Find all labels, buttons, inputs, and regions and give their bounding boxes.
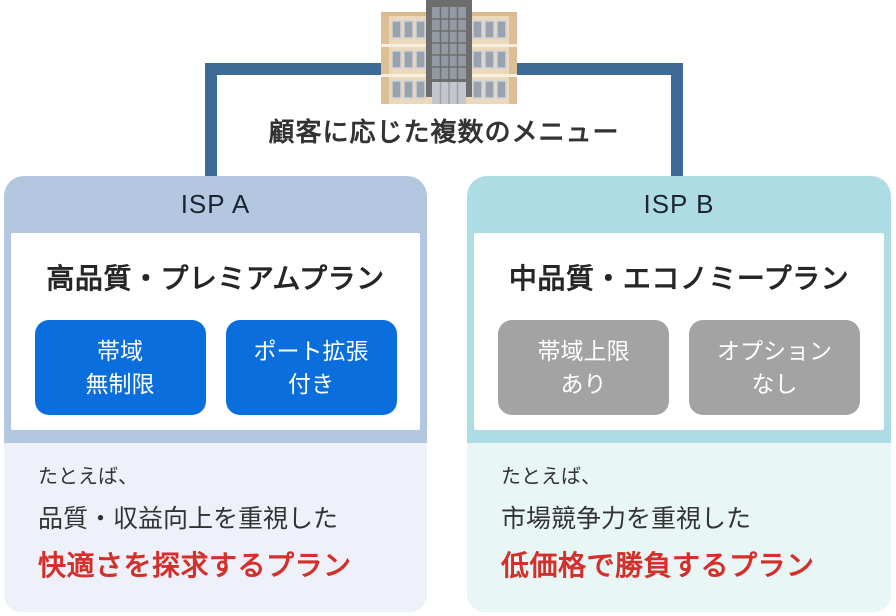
- isp-a-example-description: 品質・収益向上を重視した: [38, 505, 339, 533]
- isp-b-header: ISP B: [643, 189, 715, 219]
- isp-b-plan-panel: 中品質・エコノミープラン 帯域上限 あり オプション なし: [474, 233, 884, 430]
- isp-a-tags: 帯域 無制限 ポート拡張 付き: [34, 320, 397, 415]
- isp-b-example-intro: たとえば、: [501, 466, 601, 488]
- isp-b-plan-title: 中品質・エコノミープラン: [508, 263, 850, 294]
- isp-a-card: ISP A 高品質・プレミアムプラン 帯域 無制限 ポート拡張 付き たとえば、…: [4, 176, 427, 612]
- isp-a-example-highlight: 快適さを探求するプラン: [38, 550, 352, 581]
- isp-a-tag-port: ポート拡張 付き: [225, 320, 397, 415]
- isp-b-example: たとえば、 市場競争力を重視した 低価格で勝負するプラン: [467, 443, 891, 612]
- isp-a-plan-panel: 高品質・プレミアムプラン 帯域 無制限 ポート拡張 付き: [11, 233, 420, 430]
- connector-label: 顧客に応じた複数のメニュー: [268, 117, 620, 147]
- isp-b-tags: 帯域上限 あり オプション なし: [498, 320, 860, 415]
- isp-a-example-intro: たとえば、: [38, 466, 138, 488]
- office-building-icon: [381, 0, 517, 104]
- isp-b-tag-no-option: オプション なし: [689, 320, 860, 415]
- isp-b-example-description: 市場競争力を重視した: [501, 505, 752, 533]
- isp-a-header: ISP A: [180, 189, 251, 219]
- isp-b-example-highlight: 低価格で勝負するプラン: [501, 550, 815, 581]
- isp-a-example: たとえば、 品質・収益向上を重視した 快適さを探求するプラン: [4, 443, 427, 612]
- isp-a-tag-bandwidth: 帯域 無制限: [34, 320, 206, 415]
- isp-a-plan-title: 高品質・プレミアムプラン: [46, 263, 385, 294]
- isp-b-tag-bandwidth-cap: 帯域上限 あり: [498, 320, 669, 415]
- isp-b-card: ISP B 中品質・エコノミープラン 帯域上限 あり オプション なし たとえば…: [467, 176, 891, 612]
